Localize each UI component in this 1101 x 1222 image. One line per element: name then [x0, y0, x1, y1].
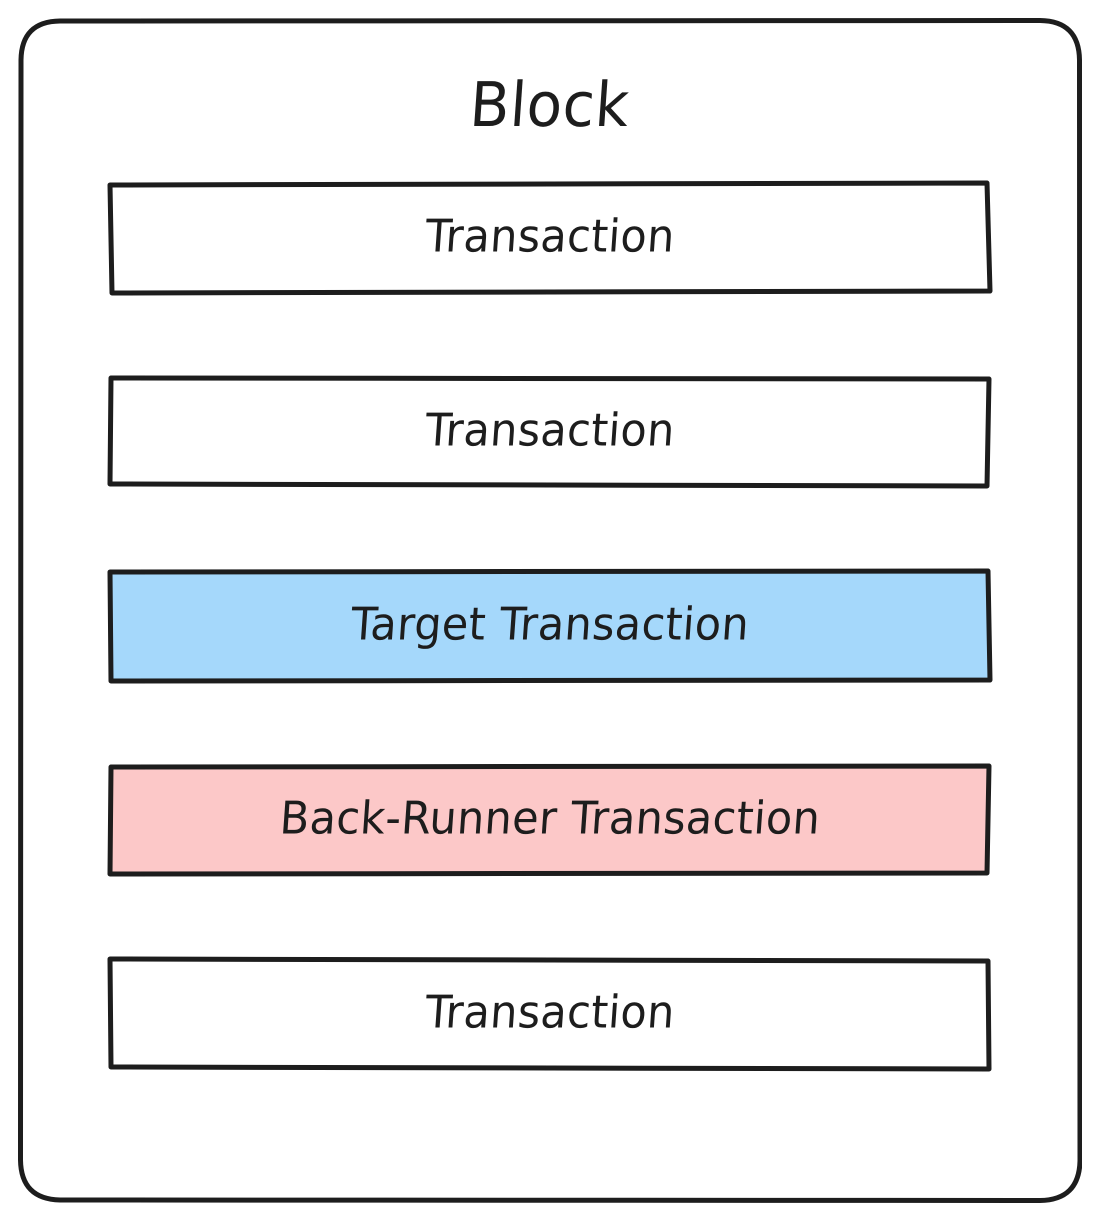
transaction-box-sketch [107, 180, 993, 296]
transaction-box-sketch [107, 375, 992, 489]
transaction-list: Transaction Transaction Target Transacti… [107, 180, 993, 1072]
transaction-box-sketch [107, 956, 992, 1072]
transaction-row-5[interactable]: Transaction [107, 956, 993, 1072]
transaction-row-back-runner[interactable]: Back-Runner Transaction [107, 762, 993, 878]
block-container: Block Transaction Transaction [18, 18, 1082, 1203]
page-title: Block [467, 68, 633, 142]
transaction-row-1[interactable]: Transaction [107, 180, 993, 296]
back-runner-transaction-box-sketch [107, 763, 992, 877]
transaction-row-target[interactable]: Target Transaction [107, 568, 993, 684]
transaction-row-2[interactable]: Transaction [107, 374, 993, 490]
target-transaction-box-sketch [107, 568, 993, 684]
